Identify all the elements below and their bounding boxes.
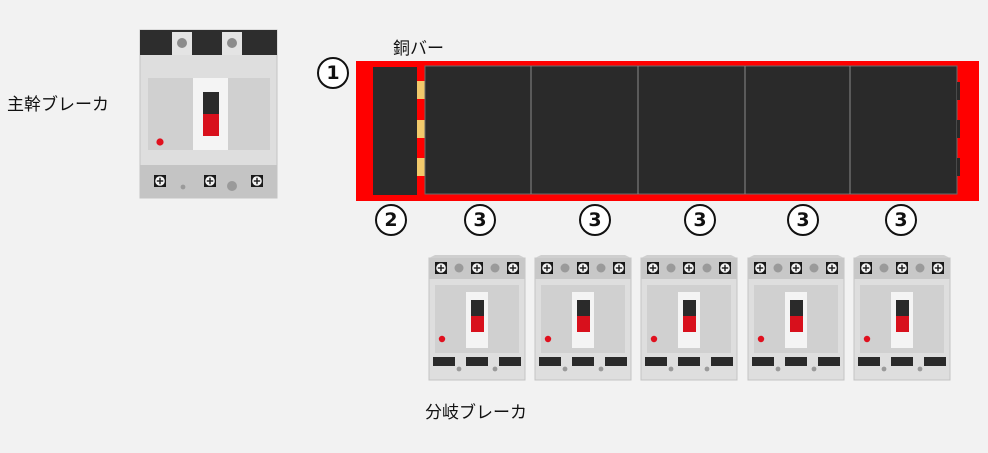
callout-3: 3	[464, 204, 496, 236]
branch-breaker	[429, 255, 525, 380]
branch-breaker	[748, 255, 844, 380]
branch-breaker-label: 分岐ブレーカ	[425, 403, 527, 423]
branch-breaker	[641, 255, 737, 380]
main-breaker	[139, 29, 278, 199]
branch-breaker	[854, 255, 950, 380]
copper-bar-label: 銅バー	[393, 39, 444, 59]
copper-bar-panel	[356, 61, 979, 201]
callout-3: 3	[885, 204, 917, 236]
callout-3: 3	[684, 204, 716, 236]
branch-breaker	[535, 255, 631, 380]
callout-1: 1	[317, 57, 349, 89]
callout-3: 3	[579, 204, 611, 236]
main-breaker-label: 主幹ブレーカ	[7, 95, 109, 115]
callout-3: 3	[787, 204, 819, 236]
callout-2: 2	[375, 204, 407, 236]
